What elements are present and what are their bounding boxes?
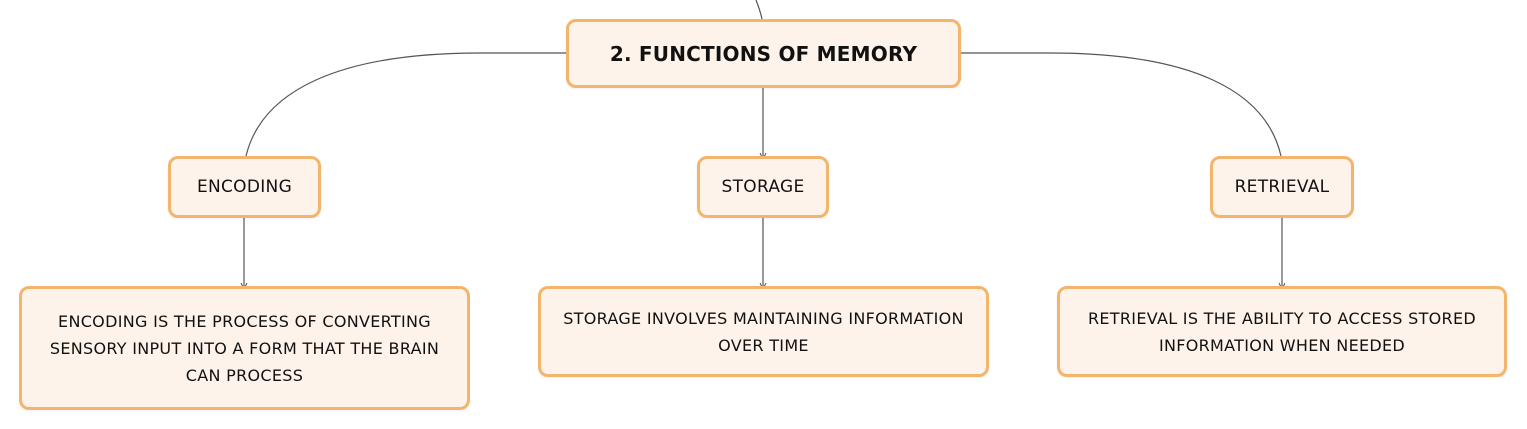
encoding-node-label: ENCODING — [196, 177, 293, 197]
storage-node[interactable]: STORAGE — [697, 156, 829, 218]
encoding-node[interactable]: ENCODING — [168, 156, 321, 218]
encoding-description-node[interactable]: ENCODING IS THE PROCESS OF CONVERTING SE… — [19, 286, 470, 410]
retrieval-node-label: RETRIEVAL — [1234, 177, 1330, 197]
connector-parent-to-root — [755, 0, 763, 20]
connector-root-to-retrieval — [961, 52, 1282, 157]
storage-node-label: STORAGE — [721, 177, 805, 197]
root-node-label: 2. FUNCTIONS OF MEMORY — [609, 41, 918, 66]
retrieval-description-text: RETRIEVAL IS THE ABILITY TO ACCESS STORE… — [1087, 308, 1477, 355]
storage-description-text: STORAGE INVOLVES MAINTAINING INFORMATION… — [563, 308, 964, 355]
connector-root-to-encoding — [245, 52, 566, 157]
retrieval-node[interactable]: RETRIEVAL — [1210, 156, 1354, 218]
storage-description-node[interactable]: STORAGE INVOLVES MAINTAINING INFORMATION… — [538, 286, 989, 377]
root-node[interactable]: 2. FUNCTIONS OF MEMORY — [566, 19, 961, 88]
retrieval-description-node[interactable]: RETRIEVAL IS THE ABILITY TO ACCESS STORE… — [1057, 286, 1507, 377]
encoding-description-text: ENCODING IS THE PROCESS OF CONVERTING SE… — [49, 311, 440, 385]
